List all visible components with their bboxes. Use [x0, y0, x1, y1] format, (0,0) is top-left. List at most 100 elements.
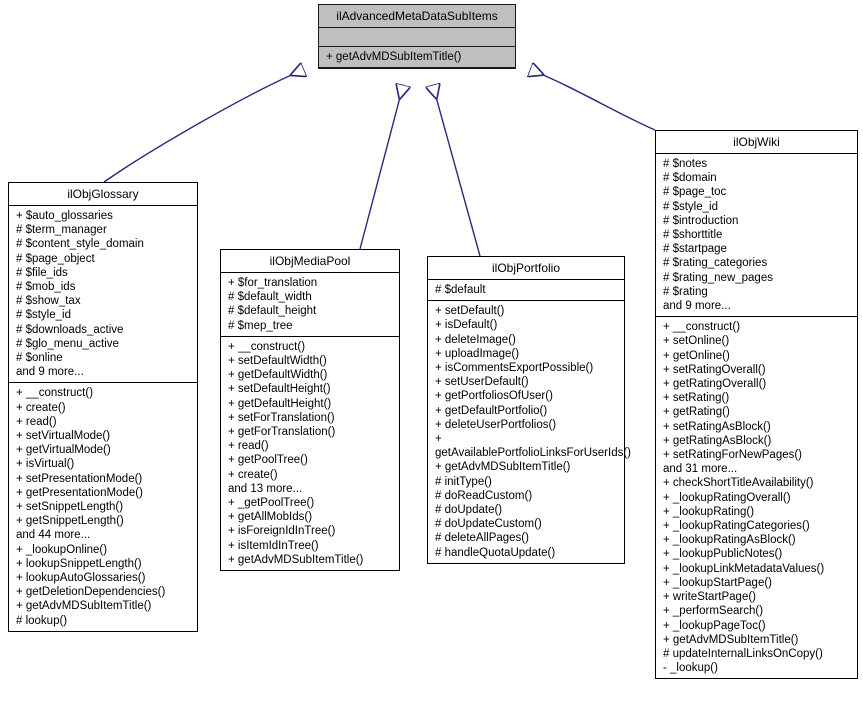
class-member-row: # $shorttitle: [663, 229, 723, 242]
class-member-row: + writeStartPage(): [663, 591, 756, 604]
class-member-row: + getPortfoliosOfUser(): [435, 390, 553, 403]
class-member-row: + _lookupRatingAsBlock(): [663, 534, 796, 547]
class-member-row: + getRatingOverall(): [663, 378, 767, 391]
edge-portfolio-to-root: [433, 86, 481, 257]
class-title: ilObjPortfolio: [428, 257, 624, 280]
class-member-row: + isCommentsExportPossible(): [435, 362, 594, 375]
class-member-row: + getDeletionDependencies(): [16, 586, 166, 599]
class-title: ilAdvancedMetaDataSubItems: [319, 5, 515, 28]
class-member-row: and 44 more...: [16, 529, 91, 542]
attributes-compartment: + $auto_glossaries# $term_manager# $cont…: [9, 206, 197, 384]
class-member-row: + getAdvMDSubItemTitle(): [435, 461, 571, 474]
class-member-row: + __construct(): [16, 387, 94, 400]
class-member-row: + getPoolTree(): [228, 454, 308, 467]
class-member-row: + getAdvMDSubItemTitle(): [326, 51, 462, 63]
class-member-row: # $downloads_active: [16, 323, 124, 336]
class-member-row: and 9 more...: [16, 366, 84, 379]
class-member-row: + _lookupRating(): [663, 505, 755, 518]
class-member-row: # $mob_ids: [16, 281, 76, 294]
methods-compartment: + getAdvMDSubItemTitle(): [319, 47, 515, 69]
class-member-row: + _lookupPageToc(): [663, 619, 766, 632]
class-member-row: # doUpdate(): [435, 504, 503, 517]
class-member-row: # $content_style_domain: [16, 238, 144, 251]
class-member-row: + $auto_glossaries: [16, 210, 113, 222]
class-member-row: + setVirtualMode(): [16, 430, 111, 443]
class-member-row: # $default: [435, 284, 486, 296]
attributes-compartment: # $notes# $domain# $page_toc# $style_id#…: [656, 154, 857, 318]
class-member-row: + getForTranslation(): [228, 426, 336, 439]
class-member-row: + getSnippetLength(): [16, 515, 124, 528]
class-member-row: # $style_id: [663, 200, 718, 213]
class-member-row: + setDefaultHeight(): [228, 383, 331, 396]
class-member-row: # $mep_tree: [228, 319, 293, 332]
class-member-row: + deleteImage(): [435, 333, 516, 346]
class-member-row: + read(): [16, 415, 57, 428]
class-member-row: + create(): [16, 401, 66, 414]
class-box-iladvancedmetadatasubitems[interactable]: ilAdvancedMetaDataSubItems + getAdvMDSub…: [318, 4, 516, 70]
class-title: ilObjMediaPool: [221, 250, 399, 273]
methods-compartment: + __construct()+ setOnline()+ getOnline(…: [656, 317, 857, 678]
attributes-compartment: # $default: [428, 280, 624, 302]
class-member-row: # deleteAllPages(): [435, 532, 529, 545]
class-member-row: + _lookupLinkMetadataValues(): [663, 562, 825, 575]
class-member-row: + _performSearch(): [663, 605, 764, 618]
class-member-row: + $for_translation: [228, 277, 318, 289]
class-member-row: # updateInternalLinksOnCopy(): [663, 647, 823, 660]
class-member-row: + getDefaultPortfolio(): [435, 404, 548, 417]
class-member-row: + _lookupRatingCategories(): [663, 520, 810, 533]
class-member-row: + getRating(): [663, 406, 730, 419]
class-member-row: and 9 more...: [663, 300, 731, 313]
class-member-row: # $default_height: [228, 305, 317, 318]
class-member-row: + setRatingForNewPages(): [663, 449, 803, 462]
class-member-row: + getAllMobIds(): [228, 511, 313, 524]
class-member-row: # $rating_new_pages: [663, 271, 773, 284]
class-member-row: # $rating_categories: [663, 257, 768, 270]
class-member-row: + setRatingOverall(): [663, 363, 766, 376]
class-member-row: # $default_width: [228, 291, 312, 304]
class-member-row: # $show_tax: [16, 295, 81, 308]
class-member-row: + isDefault(): [435, 319, 498, 332]
class-member-row: + __construct(): [663, 321, 741, 334]
class-member-row: + isVirtual(): [16, 458, 75, 471]
class-member-row: + read(): [228, 440, 269, 453]
class-member-row: # $page_toc: [663, 186, 727, 199]
class-title: ilObjGlossary: [9, 183, 197, 206]
edge-wiki-to-root: [531, 70, 656, 131]
class-member-row: + getAvailablePortfolioLinksForUserIds(): [435, 433, 632, 460]
class-member-row: + _lookupStartPage(): [663, 576, 772, 589]
class-member-row: # $glo_menu_active: [16, 337, 119, 350]
class-member-row: # $startpage: [663, 243, 727, 256]
edge-mediapool-to-root: [359, 86, 403, 250]
class-member-row: # doUpdateCustom(): [435, 518, 542, 531]
class-box-ilobjmediapool[interactable]: ilObjMediaPool + $for_translation # $defa…: [220, 249, 400, 572]
methods-compartment: + __construct()+ setDefaultWidth()+ getD…: [221, 337, 399, 570]
class-member-row: # $style_id: [16, 309, 71, 322]
class-member-row: + _lookupPublicNotes(): [663, 548, 783, 561]
class-member-row: + getDefaultHeight(): [228, 397, 332, 410]
class-box-ilobjwiki[interactable]: ilObjWiki # $notes# $domain# $page_toc# …: [655, 130, 858, 680]
class-member-row: + _getPoolTree(): [228, 497, 315, 510]
class-member-row: # handleQuotaUpdate(): [435, 546, 556, 559]
class-member-row: + setForTranslation(): [228, 411, 335, 424]
class-member-row: + uploadImage(): [435, 347, 520, 360]
class-member-row: and 13 more...: [228, 482, 303, 495]
class-member-row: + setUserDefault(): [435, 376, 529, 389]
class-member-row: # lookup(): [16, 614, 68, 627]
class-box-ilobjglossary[interactable]: ilObjGlossary + $auto_glossaries# $term_…: [8, 182, 198, 632]
edge-glossary-to-root: [103, 70, 303, 183]
class-member-row: + isItemIdInTree(): [228, 539, 319, 552]
class-member-row: + deleteUserPortfolios(): [435, 418, 557, 431]
class-member-row: + create(): [228, 468, 278, 481]
class-member-row: + setDefaultWidth(): [228, 355, 327, 368]
class-member-row: + getDefaultWidth(): [228, 369, 328, 382]
class-member-row: # initType(): [435, 475, 492, 488]
class-box-ilobjportfolio[interactable]: ilObjPortfolio # $default + setDefault()…: [427, 256, 632, 564]
class-member-row: + setRating(): [663, 392, 730, 405]
class-member-row: + lookupAutoGlossaries(): [16, 572, 146, 585]
class-member-row: # $domain: [663, 172, 717, 185]
class-member-row: + isForeignIdInTree(): [228, 525, 336, 538]
class-member-row: and 31 more...: [663, 463, 738, 476]
methods-compartment: + setDefault()+ isDefault()+ deleteImage…: [428, 301, 632, 563]
class-member-row: + getAdvMDSubItemTitle(): [663, 633, 799, 646]
class-member-row: + setDefault(): [435, 305, 505, 318]
